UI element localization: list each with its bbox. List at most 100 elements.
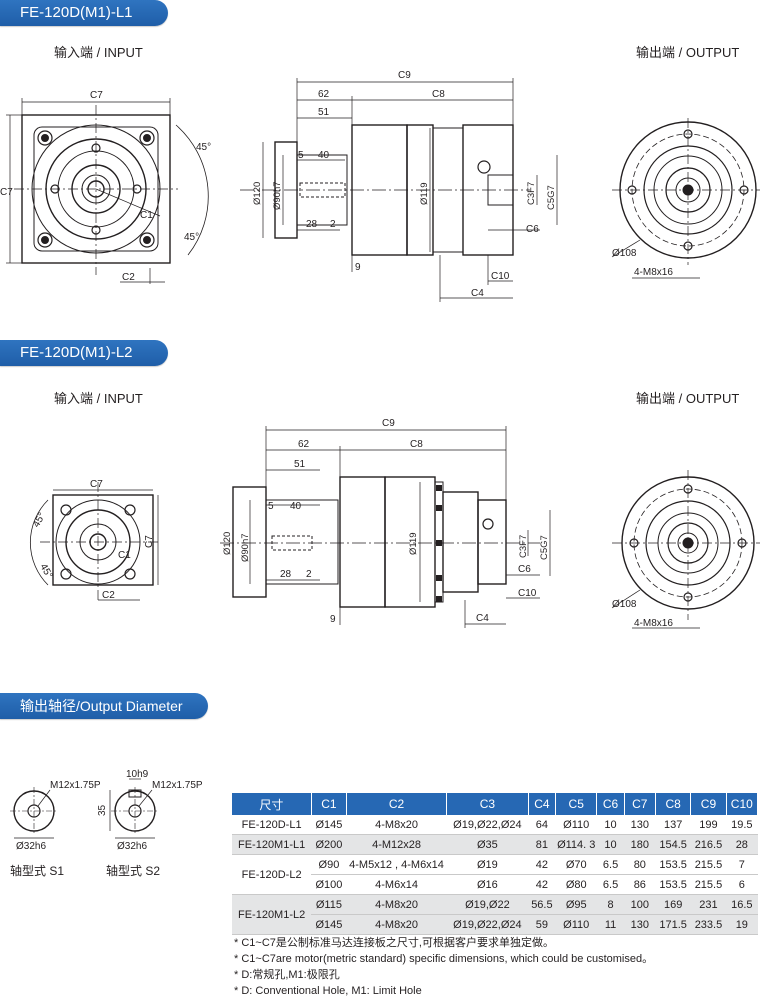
cell-c5: Ø70 <box>555 854 597 875</box>
input-label-l1: 输入端 / INPUT <box>54 45 143 60</box>
shaft-s1-label: 轴型式 S1 <box>10 864 65 878</box>
note-line: * D: Conventional Hole, M1: Limit Hole <box>234 985 422 997</box>
l1-dim-51: 51 <box>318 107 330 118</box>
section-title-output-diameter: 输出轴径/Output Diameter <box>0 693 208 719</box>
cell-c6: 8 <box>596 894 625 915</box>
cell-c7: 130 <box>624 914 656 935</box>
shaft-s2-drawing <box>109 778 159 839</box>
cell-c8: 171.5 <box>655 914 691 935</box>
l1-dim-c9: C9 <box>398 70 411 81</box>
l2-output-flange-drawing <box>611 470 760 629</box>
cell-c6: 6.5 <box>596 854 625 875</box>
l1-dim-c3: C3F7 <box>526 182 537 205</box>
l1-side-drawing <box>240 78 558 302</box>
cell-c5: Ø110 <box>555 914 597 935</box>
header-c2: C2 <box>346 793 448 815</box>
header-c1: C1 <box>311 793 348 815</box>
l2-dim-phi120: Ø120 <box>222 532 233 555</box>
cell-c4: 42 <box>528 874 556 895</box>
cell-c6: 10 <box>596 834 625 855</box>
l2-dim-5: 5 <box>268 501 274 512</box>
cell-c8: 153.5 <box>655 874 691 895</box>
l1-dim-c8: C8 <box>432 89 445 100</box>
section-title-l2: FE-120D(M1)-L2 <box>0 340 168 366</box>
cell-c7: 100 <box>624 894 656 915</box>
header-c3: C3 <box>446 793 529 815</box>
cell-c4: 56.5 <box>528 894 556 915</box>
table-row: FE-120M1-L2 Ø115 4-M8x20 Ø19,Ø22 56.5 Ø9… <box>232 894 758 935</box>
s1-thread: M12x1.75P <box>50 780 101 791</box>
cell-c7: 180 <box>624 834 656 855</box>
cell-c9: 215.5 <box>690 874 727 895</box>
l2-input-flange-drawing <box>30 482 160 601</box>
cell-c1: Ø200 <box>311 834 347 855</box>
l2-dim-phi108: Ø108 <box>612 599 637 610</box>
cell-c3: Ø19,Ø22 <box>446 894 529 915</box>
cell-c3: Ø16 <box>446 874 529 895</box>
cell-c1: Ø145 <box>311 914 347 935</box>
l2-dim-m8x16: 4-M8x16 <box>634 618 673 629</box>
l2-dim-c10: C10 <box>518 588 537 599</box>
table-row: FE-120D-L1 Ø145 4-M8x20 Ø19,Ø22,Ø24 64 Ø… <box>232 815 758 835</box>
l1-dim-9: 9 <box>355 262 361 273</box>
l1-input-flange-drawing <box>6 98 209 284</box>
output-label-l1: 输出端 / OUTPUT <box>636 45 740 60</box>
header-c5: C5 <box>555 793 598 815</box>
header-c10: C10 <box>726 793 759 815</box>
note-line: * C1~C7是公制标准马达连接板之尺寸,可根据客户要求单独定做。 <box>234 937 554 949</box>
table-row: FE-120D-L2 Ø90 4-M5x12 , 4-M6x14 Ø19 42 … <box>232 854 758 895</box>
l1-dim-phi90: Ø90h7 <box>272 181 283 210</box>
cell-c2: 4-M8x20 <box>346 894 447 915</box>
cell-c10: 16.5 <box>726 894 758 915</box>
l1-dim-phi108: Ø108 <box>612 248 637 259</box>
table-row: Ø100 4-M6x14 Ø16 42 Ø80 6.5 86 153.5 215… <box>232 874 758 895</box>
input-label-l2: 输入端 / INPUT <box>54 391 143 406</box>
cell-model: FE-120M1-L1 <box>232 834 312 855</box>
l2-dim-28: 28 <box>280 569 292 580</box>
l1-output-flange-drawing <box>611 118 760 279</box>
l2-dim-c9: C9 <box>382 418 395 429</box>
l2-dim-phi90: Ø90h7 <box>240 533 251 562</box>
spec-table-header: 尺寸 C1 C2 C3 C4 C5 C6 C7 C8 C9 C10 <box>232 793 759 815</box>
cell-c6: 6.5 <box>596 874 625 895</box>
header-c8: C8 <box>655 793 692 815</box>
cell-model: FE-120D-L2 <box>232 854 312 895</box>
cell-c6: 10 <box>596 815 625 835</box>
shaft-s1-drawing <box>10 787 58 839</box>
s1-dia: Ø32h6 <box>16 841 46 852</box>
cell-c9: 216.5 <box>690 834 727 855</box>
l1-dim-c10: C10 <box>491 271 510 282</box>
cell-c2: 4-M8x20 <box>346 815 447 835</box>
l2-dim-phi119: Ø119 <box>408 532 419 555</box>
shaft-s2-label: 轴型式 S2 <box>106 864 161 878</box>
cell-c5: Ø110 <box>555 815 597 835</box>
l2-dim-c7: C7 <box>90 479 103 490</box>
l2-dim-51: 51 <box>294 459 306 470</box>
s2-key: 10h9 <box>126 769 149 780</box>
header-c9: C9 <box>690 793 727 815</box>
spec-table: 尺寸 C1 C2 C3 C4 C5 C6 C7 C8 C9 C10 FE-120… <box>232 793 759 935</box>
cell-c4: 64 <box>528 815 556 835</box>
header-size: 尺寸 <box>232 793 312 815</box>
cell-c2: 4-M12x28 <box>346 834 447 855</box>
header-c6: C6 <box>596 793 625 815</box>
l1-dim-45a: 45° <box>196 142 211 153</box>
output-label-l2: 输出端 / OUTPUT <box>636 391 740 406</box>
l2-dim-c2: C2 <box>102 590 115 601</box>
l2-dim-c7-v: C7 <box>144 535 155 548</box>
l2-dim-45b: 45° <box>37 562 54 581</box>
l2-dim-2: 2 <box>306 569 312 580</box>
cell-c1: Ø100 <box>311 874 347 895</box>
cell-c9: 231 <box>690 894 727 915</box>
l1-dim-2: 2 <box>330 219 336 230</box>
l2-dim-c4: C4 <box>476 613 489 624</box>
cell-c6: 11 <box>596 914 625 935</box>
cell-c2: 4-M8x20 <box>346 914 447 935</box>
cell-c1: Ø90 <box>311 854 347 875</box>
l1-dim-c5: C5G7 <box>546 185 557 210</box>
l1-dim-28: 28 <box>306 219 318 230</box>
cell-c9: 215.5 <box>690 854 727 875</box>
table-row: FE-120M1-L1 Ø200 4-M12x28 Ø35 81 Ø114. 3… <box>232 834 758 855</box>
cell-c5: Ø80 <box>555 874 597 895</box>
l1-dim-c2: C2 <box>122 272 135 283</box>
